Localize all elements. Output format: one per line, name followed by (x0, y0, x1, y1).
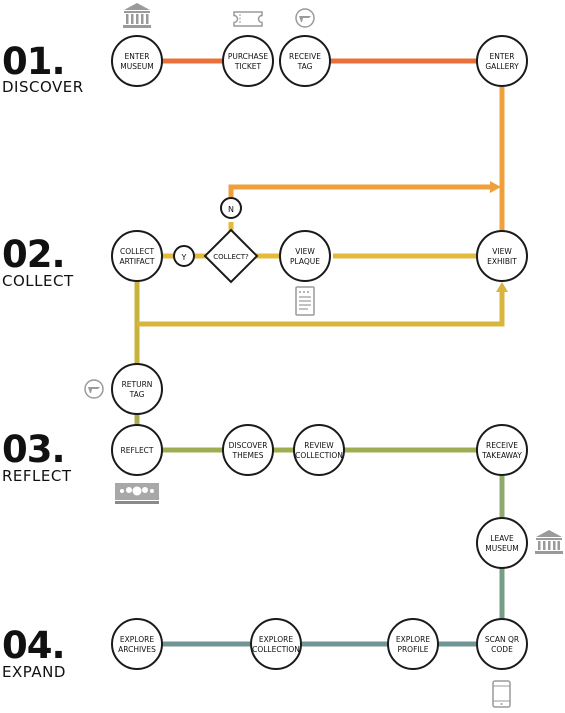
node-explore-profile: EXPLORE PROFILE (387, 618, 439, 670)
museum-icon (123, 3, 151, 28)
decision-no-marker: N (220, 197, 242, 219)
stage-number-expand: 04. (2, 624, 66, 667)
node-collect-artifact: COLLECT ARTIFACT (111, 230, 163, 282)
node-view-exhibit: VIEW EXHIBIT (476, 230, 528, 282)
stage-name-expand: EXPAND (2, 663, 66, 681)
node-discover-themes-line2: THEMES (232, 451, 264, 460)
node-discover-themes-line1: DISCOVER (229, 441, 268, 450)
node-purchase-ticket-line1: PURCHASE (228, 52, 269, 61)
node-view-exhibit-line2: EXHIBIT (487, 257, 517, 266)
phone-icon (492, 680, 511, 708)
node-explore-archives: EXPLORE ARCHIVES (111, 618, 163, 670)
node-reflect: REFLECT (111, 424, 163, 476)
node-review-collection: REVIEW COLLECTION (293, 424, 345, 476)
node-purchase-ticket-line2: TICKET (234, 62, 262, 71)
node-leave-museum-line1: LEAVE (490, 534, 514, 543)
node-review-collection-line2: COLLECTION (295, 451, 343, 460)
arrowhead-no-branch (490, 181, 501, 193)
node-explore-profile-line2: PROFILE (397, 645, 428, 654)
decision-collect-diamond: COLLECT? (203, 228, 259, 284)
node-explore-archives-line1: EXPLORE (120, 635, 154, 644)
museum-icon (535, 530, 563, 554)
node-scan-qr-code: SCAN QR CODE (476, 618, 528, 670)
arrowhead-collect-loop (496, 282, 508, 292)
node-collect-artifact-line1: COLLECT (120, 247, 154, 256)
tag-icon (84, 379, 104, 399)
node-leave-museum: LEAVE MUSEUM (476, 517, 528, 569)
node-enter-gallery-line1: ENTER (490, 52, 515, 61)
node-view-plaque: VIEW PLAQUE (279, 230, 331, 282)
connector-collect-loop (137, 292, 505, 327)
node-enter-gallery: ENTER GALLERY (476, 35, 528, 87)
ticket-icon (233, 11, 263, 27)
node-view-plaque-line1: VIEW (295, 247, 315, 256)
tag-icon (295, 8, 315, 28)
node-leave-museum-line2: MUSEUM (485, 544, 518, 553)
stage-name-reflect: REFLECT (2, 467, 72, 485)
node-explore-collection: EXPLORE COLLECTION (250, 618, 302, 670)
node-receive-tag: RECEIVE TAG (279, 35, 331, 87)
node-receive-tag-line1: RECEIVE (289, 52, 321, 61)
connector-no-branch (228, 184, 492, 198)
node-scan-qr-code-line2: CODE (491, 645, 513, 654)
node-explore-collection-line2: COLLECTION (252, 645, 300, 654)
node-return-tag: RETURN TAG (111, 363, 163, 415)
stage-name-discover: DISCOVER (2, 78, 84, 96)
node-scan-qr-code-line1: SCAN QR (485, 635, 519, 644)
decision-no-label: N (228, 205, 234, 214)
node-enter-museum-line1: ENTER (125, 52, 150, 61)
node-view-plaque-line2: PLAQUE (290, 257, 320, 266)
connectors (134, 58, 508, 647)
node-receive-takeaway-line1: RECEIVE (486, 441, 518, 450)
node-discover-themes: DISCOVER THEMES (222, 424, 274, 476)
stage-name-collect: COLLECT (2, 272, 74, 290)
collection-board-icon (115, 483, 159, 504)
node-explore-profile-line1: EXPLORE (396, 635, 430, 644)
decision-collect-label: COLLECT? (213, 253, 249, 261)
node-enter-museum-line2: MUSEUM (120, 62, 153, 71)
node-receive-tag-line2: TAG (297, 62, 313, 71)
stage-number-reflect: 03. (2, 428, 66, 471)
node-explore-archives-line2: ARCHIVES (118, 645, 156, 654)
node-purchase-ticket: PURCHASE TICKET (222, 35, 274, 87)
node-enter-museum: ENTER MUSEUM (111, 35, 163, 87)
decision-yes-label: Y (181, 253, 187, 262)
node-collect-artifact-line2: ARTIFACT (119, 257, 154, 266)
node-explore-collection-line1: EXPLORE (259, 635, 293, 644)
plaque-icon (295, 286, 315, 316)
node-receive-takeaway: RECEIVE TAKEAWAY (476, 424, 528, 476)
decision-yes-marker: Y (173, 245, 195, 267)
node-reflect-line1: REFLECT (121, 446, 154, 455)
node-enter-gallery-line2: GALLERY (485, 62, 519, 71)
node-receive-takeaway-line2: TAKEAWAY (481, 451, 522, 460)
node-view-exhibit-line1: VIEW (492, 247, 512, 256)
node-review-collection-line1: REVIEW (304, 441, 334, 450)
node-return-tag-line1: RETURN (122, 380, 153, 389)
node-return-tag-line2: TAG (129, 390, 145, 399)
stage-number-collect: 02. (2, 233, 66, 276)
stage-number-discover: 01. (2, 40, 66, 83)
